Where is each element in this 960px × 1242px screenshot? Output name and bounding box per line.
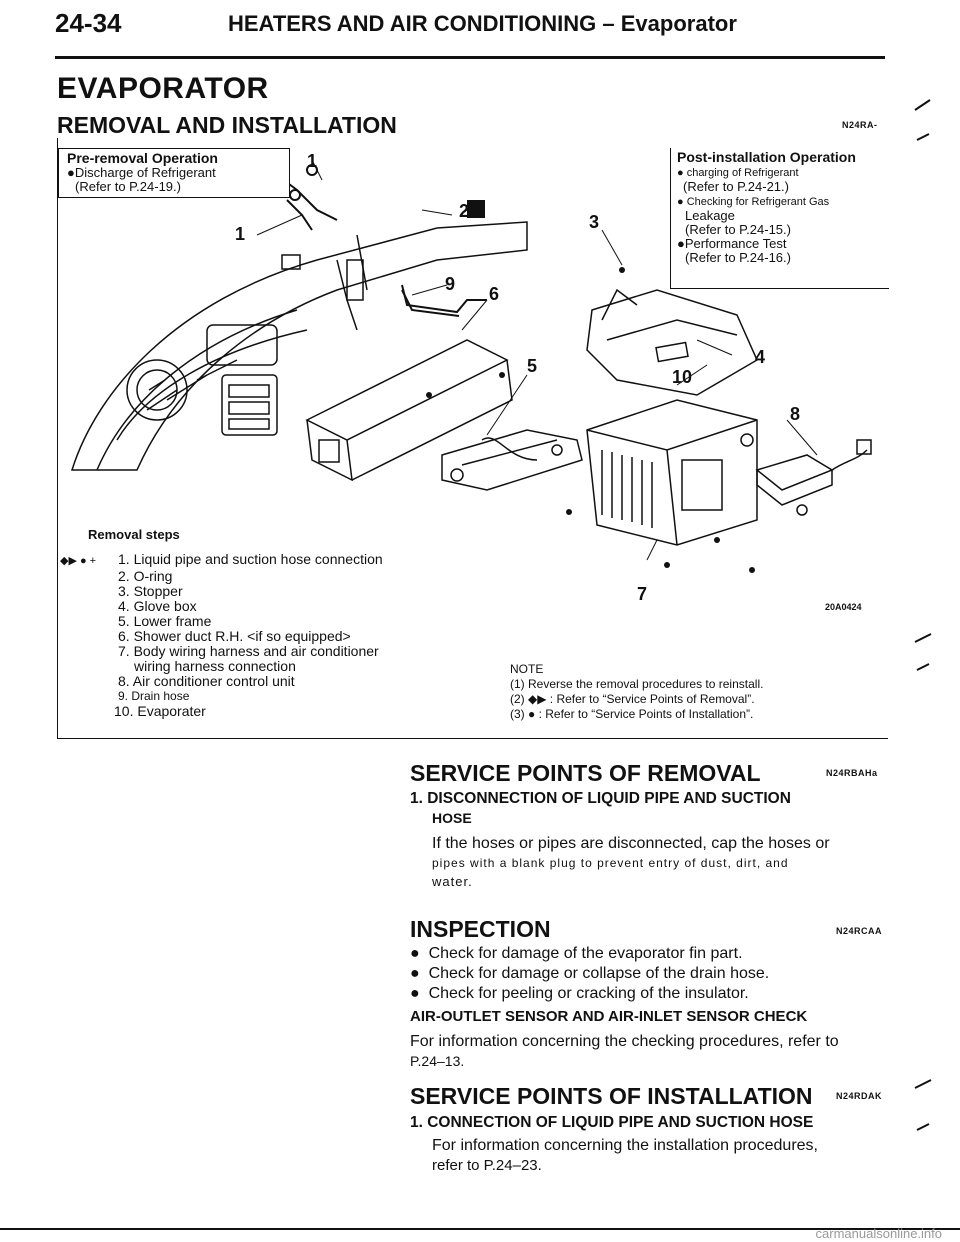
service-removal-code: N24RBAHa <box>826 768 878 778</box>
sensor-check-text-1: For information concerning the checking … <box>410 1033 839 1050</box>
evaporator-unit-drawing <box>586 399 758 546</box>
service-removal-item-cont: HOSE <box>432 810 472 826</box>
service-removal-item: 1. DISCONNECTION OF LIQUID PIPE AND SUCT… <box>410 790 791 807</box>
sensor-check-title: AIR-OUTLET SENSOR AND AIR-INLET SENSOR C… <box>410 1008 808 1025</box>
inspection-bullet-1: ● Check for damage of the evaporator fin… <box>410 945 743 962</box>
service-installation-title: SERVICE POINTS OF INSTALLATION <box>410 1083 813 1109</box>
removal-steps-heading: Removal steps <box>88 527 180 542</box>
service-installation-code: N24RDAK <box>836 1091 883 1101</box>
page-number: 24-34 <box>55 8 122 38</box>
lower-frame-drawing <box>441 429 583 491</box>
callout-6: 6 <box>489 284 499 304</box>
note-line-2: (2) ◆▶ : Refer to “Service Points of Rem… <box>510 692 755 706</box>
removal-step-9: 9. Drain hose <box>118 689 190 703</box>
removal-step-10: 10. Evaporater <box>114 703 206 719</box>
post-installation-line1: ● charging of Refrigerant <box>677 167 799 179</box>
inspection-bullet-2: ● Check for damage or collapse of the dr… <box>410 965 770 982</box>
removal-step-7-cont: wiring harness connection <box>134 658 296 674</box>
figure-frame <box>57 138 888 739</box>
control-unit-drawing <box>755 439 872 516</box>
page-header: 24-34 HEATERS AND AIR CONDITIONING – Eva… <box>55 6 885 59</box>
removal-step-4: 4. Glove box <box>118 598 197 614</box>
post-installation-line4: Leakage <box>685 208 735 223</box>
n-mark-icon <box>467 200 485 218</box>
removal-step-7: 7. Body wiring harness and air condition… <box>118 643 379 659</box>
post-installation-line6: ●Performance Test <box>677 236 787 251</box>
callout-1: 1 <box>235 224 245 244</box>
evaporator-exploded-diagram: 1 1 2 3 4 5 6 7 8 9 10 20A0424 <box>70 151 872 612</box>
pre-removal-line1: ●Discharge of Refrigerant <box>67 165 216 180</box>
removal-step-8: 8. Air conditioner control unit <box>118 673 295 689</box>
note-line-3: (3) ● : Refer to “Service Points of Inst… <box>510 707 754 721</box>
service-installation-text-2: refer to P.24–23. <box>432 1157 542 1174</box>
pipe-drawing <box>276 164 487 317</box>
leader-lines <box>256 159 818 561</box>
service-installation-item: 1. CONNECTION OF LIQUID PIPE AND SUCTION… <box>410 1114 814 1131</box>
removal-step-marks: ◆▶ ● + <box>60 555 97 567</box>
inspection-bullets: ● Check for damage of the evaporator fin… <box>410 944 769 1004</box>
callout-8: 8 <box>790 404 800 424</box>
sensor-check-text-2: P.24–13. <box>410 1053 465 1069</box>
removal-step-6: 6. Shower duct R.H. <if so equipped> <box>118 628 351 644</box>
inspection-bullet-3: ● Check for peeling or cracking of the i… <box>410 985 749 1002</box>
inspection-title: INSPECTION <box>410 916 551 942</box>
service-removal-text-2: pipes with a blank plug to prevent entry… <box>432 856 789 870</box>
note-heading: NOTE <box>510 662 544 676</box>
removal-step-5: 5. Lower frame <box>118 613 212 629</box>
footer-rule <box>0 1228 960 1230</box>
service-removal-text-1: If the hoses or pipes are disconnected, … <box>432 835 830 852</box>
figure-code: 20A0424 <box>825 602 862 612</box>
note-line-1: (1) Reverse the removal procedures to re… <box>510 677 764 691</box>
removal-step-3: 3. Stopper <box>118 583 183 599</box>
callout-5: 5 <box>527 356 537 376</box>
subsection-code: N24RA- <box>842 120 878 130</box>
subsection-title: REMOVAL AND INSTALLATION <box>57 112 397 138</box>
section-title: EVAPORATOR <box>57 72 269 105</box>
service-installation-text-1: For information concerning the installat… <box>432 1137 818 1154</box>
post-installation-box: Post-installation Operation ● charging o… <box>670 148 889 289</box>
service-removal-title: SERVICE POINTS OF REMOVAL <box>410 760 761 786</box>
dashboard-drawing <box>70 221 528 471</box>
pre-removal-heading: Pre-removal Operation <box>67 150 218 166</box>
header-title: HEATERS AND AIR CONDITIONING – Evaporato… <box>228 11 737 36</box>
inspection-code: N24RCAA <box>836 926 883 936</box>
removal-step-1: 1. Liquid pipe and suction hose connecti… <box>118 551 383 567</box>
removal-step-2: 2. O-ring <box>118 568 173 584</box>
callout-3: 3 <box>589 212 599 232</box>
pre-removal-box: Pre-removal Operation ●Discharge of Refr… <box>58 148 290 198</box>
margin-marks <box>914 99 932 1131</box>
shower-duct-drawing <box>305 339 513 482</box>
callout-2: 2 <box>459 201 469 221</box>
service-removal-text-3: water. <box>432 874 473 889</box>
callout-10: 10 <box>672 367 692 387</box>
post-installation-line2: (Refer to P.24-21.) <box>683 179 789 194</box>
callout-7: 7 <box>637 584 647 604</box>
watermark: carmanualsonline.info <box>815 1226 942 1241</box>
pre-removal-line2: (Refer to P.24-19.) <box>75 179 181 194</box>
post-installation-line3: ● Checking for Refrigerant Gas <box>677 196 830 208</box>
removal-steps: Removal steps ◆▶ ● + 1. Liquid pipe and s… <box>60 527 383 719</box>
callout-4: 4 <box>755 347 765 367</box>
post-installation-heading: Post-installation Operation <box>677 149 856 165</box>
note-block: NOTE (1) Reverse the removal procedures … <box>510 662 763 722</box>
post-installation-line7: (Refer to P.24-16.) <box>685 250 791 265</box>
glove-box-drawing <box>586 288 758 396</box>
callout-9: 9 <box>445 274 455 294</box>
bolt-markers <box>426 267 755 573</box>
callout-1-top: 1 <box>307 151 317 171</box>
post-installation-line5: (Refer to P.24-15.) <box>685 222 791 237</box>
